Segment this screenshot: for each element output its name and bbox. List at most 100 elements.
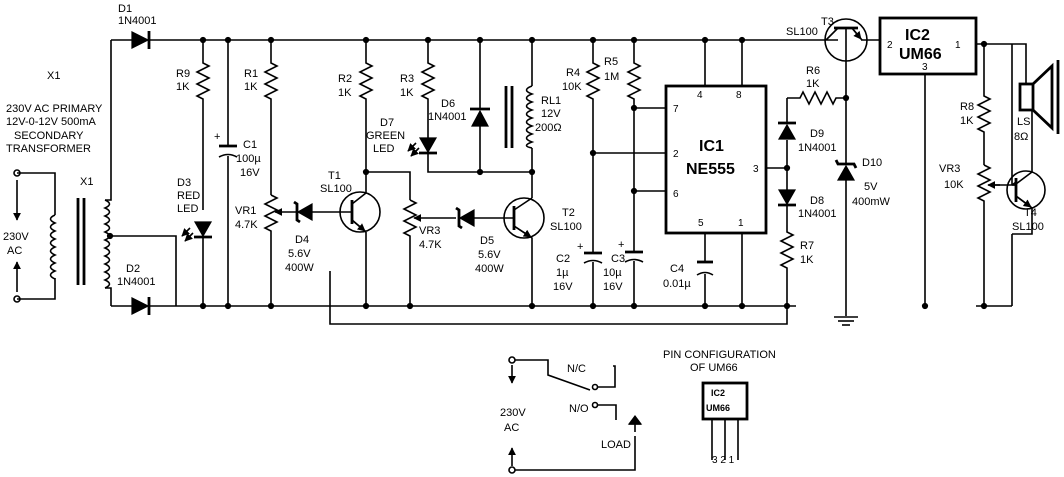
svg-text:R8: R8 [960,101,974,113]
svg-text:1N4001: 1N4001 [798,142,837,154]
ic1-ne555: 4 8 7 2 6 5 1 3 IC1 NE555 [664,36,787,310]
svg-text:1K: 1K [800,254,814,266]
svg-text:C3: C3 [611,253,625,265]
svg-text:5V: 5V [864,181,878,193]
svg-text:D4: D4 [295,234,309,246]
svg-text:C1: C1 [243,139,257,151]
svg-text:1: 1 [738,218,744,229]
svg-text:D7: D7 [380,117,394,129]
ic2-um66: 2 1 3 IC2 UM66 [878,16,1013,310]
resistor-r4: R4 10K [562,36,666,253]
svg-text:R2: R2 [338,73,352,85]
transistor-t2: T2 SL100 [500,197,582,310]
svg-text:1N4001: 1N4001 [117,276,156,288]
svg-text:1K: 1K [960,115,974,127]
ic2-part: UM66 [899,46,942,63]
transformer-desc-1: X1 [47,70,60,82]
svg-text:R9: R9 [176,68,190,80]
svg-text:3: 3 [922,62,928,73]
resistor-r7: R7 1K [779,225,814,310]
svg-text:D8: D8 [810,195,824,207]
svg-text:400W: 400W [285,262,314,274]
transformer-desc-5: TRANSFORMER [6,143,91,155]
svg-text:C2: C2 [556,253,570,265]
svg-text:T2: T2 [562,207,575,219]
svg-text:T4: T4 [1024,207,1037,219]
potentiometer-vr1: VR1 4.7K [235,194,292,310]
transformer-ref: X1 [80,176,93,188]
svg-text:D1: D1 [118,3,132,15]
svg-text:C4: C4 [670,263,684,275]
svg-text:12V: 12V [541,108,561,120]
svg-text:N/O: N/O [569,403,589,415]
speaker-ls: LS 8Ω [1012,43,1060,165]
svg-text:2: 2 [673,149,679,160]
svg-text:400mW: 400mW [852,196,891,208]
svg-text:OF UM66: OF UM66 [690,362,738,374]
zener-d10: D10 5V 400mW [834,98,891,316]
svg-text:5.6V: 5.6V [478,249,501,261]
svg-text:200Ω: 200Ω [535,122,562,134]
svg-text:+: + [577,241,583,253]
svg-text:SL100: SL100 [786,26,818,38]
svg-text:N/C: N/C [567,363,586,375]
svg-text:1K: 1K [176,81,190,93]
svg-text:1M: 1M [604,71,619,83]
svg-text:0.01µ: 0.01µ [663,278,691,290]
svg-text:RL1: RL1 [541,95,561,107]
svg-text:16V: 16V [603,281,623,293]
svg-text:10K: 10K [562,81,582,93]
potentiometer-vr3-b: VR3 10K [939,163,1006,310]
potentiometer-vr3-a: VR3 4.7K [402,199,442,310]
svg-text:4.7K: 4.7K [419,239,442,251]
svg-text:+: + [618,239,624,251]
svg-text:10µ: 10µ [603,267,622,279]
capacitor-c3: + C3 10µ 16V [603,239,644,310]
transformer-desc-2: 230V AC PRIMARY [6,103,103,115]
relay-output-circuit: N/C N/O 230V AC LOAD [500,356,643,474]
um66-pin-configuration: PIN CONFIGURATION OF UM66 IC2 UM66 3 2 1 [663,349,776,466]
diode-d6: D6 1N4001 [428,36,490,176]
svg-text:400W: 400W [475,263,504,275]
svg-text:D5: D5 [480,235,494,247]
svg-text:10K: 10K [944,179,964,191]
transistor-t3: T3 SL100 [786,16,868,98]
resistor-r8: R8 1K [960,40,992,165]
svg-text:1K: 1K [244,81,258,93]
relay-rl1: RL1 12V 200Ω [504,36,562,198]
ic1-ref: IC1 [699,138,724,155]
svg-text:SL100: SL100 [320,183,352,195]
svg-text:RED: RED [177,190,200,202]
svg-text:R3: R3 [400,73,414,85]
trigger-wire [329,271,788,325]
svg-text:T1: T1 [328,170,341,182]
svg-text:1: 1 [955,40,961,51]
svg-text:PIN CONFIGURATION: PIN CONFIGURATION [663,349,776,361]
svg-text:LS: LS [1017,116,1030,128]
svg-text:16V: 16V [240,167,260,179]
svg-text:1µ: 1µ [556,267,569,279]
diode-d9: D9 1N4001 [777,98,837,200]
svg-text:UM66: UM66 [706,403,730,413]
svg-text:VR3: VR3 [419,225,440,237]
transformer-desc-3: 12V-0-12V 500mA [6,116,97,128]
svg-text:1K: 1K [400,87,414,99]
ic1-part: NE555 [686,161,735,178]
svg-text:5: 5 [698,218,704,229]
svg-text:LED: LED [373,143,394,155]
led-d3: D3 RED LED [177,177,213,310]
svg-text:1N4001: 1N4001 [798,208,837,220]
transformer-x1: X1 230V AC PRIMARY 12V-0-12V 500mA SECON… [3,40,177,306]
svg-text:VR3: VR3 [939,163,960,175]
ground-symbol [834,316,858,326]
zener-d5: D5 5.6V 400W [441,206,504,275]
svg-text:SL100: SL100 [550,221,582,233]
transistor-t1: T1 SL100 [320,170,381,310]
resistor-r6: R6 1K [787,65,850,106]
led-d7: D7 GREEN LED [366,117,532,173]
svg-text:D2: D2 [126,263,140,275]
resistor-r5: R5 1M [604,36,666,252]
svg-text:3: 3 [753,164,759,175]
ic2-ref: IC2 [905,27,930,44]
svg-text:4.7K: 4.7K [235,219,258,231]
